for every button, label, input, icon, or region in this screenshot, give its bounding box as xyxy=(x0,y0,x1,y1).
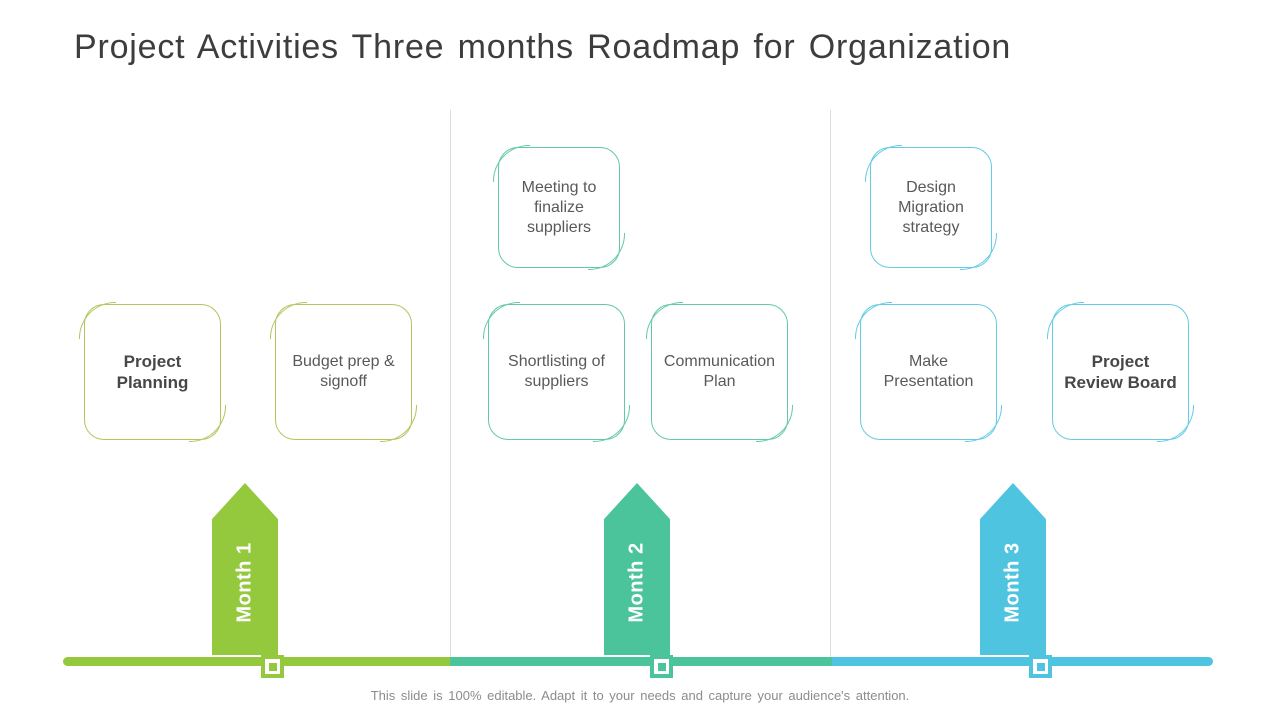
activity-box-label: Budget prep & signoff xyxy=(292,353,395,390)
activity-box-project-planning: Project Planning xyxy=(79,302,226,442)
month-1-arrow: Month 1 xyxy=(212,483,278,655)
activity-box-label: Project Planning xyxy=(116,351,189,392)
timeline-segment-month-1 xyxy=(63,657,450,666)
timeline-segment-month-3 xyxy=(832,657,1213,666)
divider-line-1 xyxy=(450,110,451,659)
activity-box-label: Design Migration strategy xyxy=(898,178,964,236)
activity-box-label: Project Review Board xyxy=(1064,351,1177,392)
activity-box-label: Make Presentation xyxy=(883,353,974,390)
slide-title: Project Activities Three months Roadmap … xyxy=(74,28,1012,66)
activity-box-communication-plan: Communication Plan xyxy=(646,302,793,442)
activity-box-budget-prep: Budget prep & signoff xyxy=(270,302,417,442)
activity-box-design-migration: Design Migration strategy xyxy=(865,145,997,270)
timeline-marker-month-2 xyxy=(650,655,673,678)
activity-box-make-presentation: Make Presentation xyxy=(855,302,1002,442)
activity-box-meeting-suppliers: Meeting to finalize suppliers xyxy=(493,145,625,270)
month-2-label: Month 2 xyxy=(625,541,648,623)
activity-box-shortlisting-suppliers: Shortlisting of suppliers xyxy=(483,302,630,442)
activity-box-project-review-board: Project Review Board xyxy=(1047,302,1194,442)
activity-box-label: Communication Plan xyxy=(663,353,776,390)
activity-box-label: Shortlisting of suppliers xyxy=(508,353,605,390)
timeline-marker-month-3 xyxy=(1029,655,1052,678)
timeline-segment-month-2 xyxy=(450,657,832,666)
activity-box-label: Meeting to finalize suppliers xyxy=(521,178,597,236)
month-3-arrow: Month 3 xyxy=(980,483,1046,655)
month-2-arrow: Month 2 xyxy=(604,483,670,655)
editable-disclaimer-text: This slide is 100% editable. Adapt it to… xyxy=(370,688,910,703)
divider-line-2 xyxy=(830,110,831,659)
timeline-marker-month-1 xyxy=(261,655,284,678)
month-3-label: Month 3 xyxy=(1001,541,1024,623)
month-1-label: Month 1 xyxy=(233,541,256,623)
